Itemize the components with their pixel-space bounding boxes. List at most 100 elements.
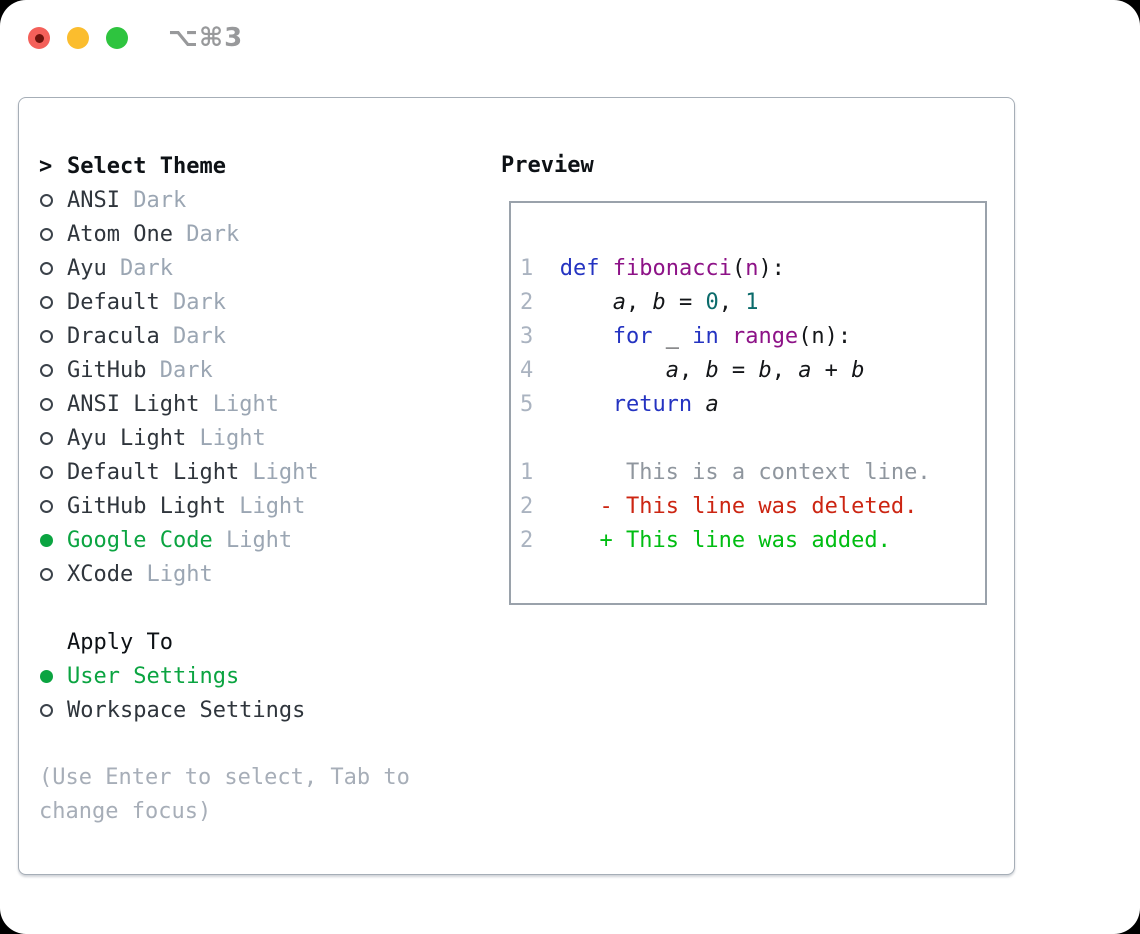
radio-icon — [39, 397, 67, 411]
theme-name: ANSI Light — [67, 391, 200, 417]
code-segment: This is a context line. — [559, 460, 931, 485]
code-segment — [692, 392, 705, 417]
radio-icon — [39, 193, 67, 207]
code-line — [520, 422, 985, 456]
theme-option-atom-one[interactable]: Atom One Dark — [39, 217, 319, 251]
theme-name: Ayu — [67, 255, 107, 281]
code-segment: in — [692, 324, 719, 349]
radio-icon — [39, 567, 67, 581]
selection-cursor-icon: > — [39, 153, 53, 179]
code-segment: , — [718, 290, 746, 315]
minimize-button[interactable] — [67, 27, 89, 49]
radio-icon — [39, 703, 67, 717]
theme-option-github[interactable]: GitHub Dark — [39, 353, 319, 387]
theme-option-ansi-light[interactable]: ANSI Light Light — [39, 387, 319, 421]
code-line: 5 return a — [520, 388, 985, 422]
code-line: 2 + This line was added. — [520, 524, 985, 558]
theme-option-google-code[interactable]: Google Code Light — [39, 523, 319, 557]
theme-option-default[interactable]: Default Dark — [39, 285, 319, 319]
theme-option-default-light[interactable]: Default Light Light — [39, 455, 319, 489]
apply-option-user-settings[interactable]: User Settings — [39, 659, 305, 693]
line-number: 1 — [520, 256, 534, 281]
code-segment: , — [771, 358, 799, 383]
code-segment: , — [678, 358, 706, 383]
theme-list-title: Select Theme — [67, 153, 226, 179]
code-segment — [560, 392, 613, 417]
theme-list-header: > Select Theme — [39, 149, 319, 183]
theme-option-ayu[interactable]: Ayu Dark — [39, 251, 319, 285]
apply-option-label: User Settings — [67, 663, 240, 689]
line-number: 1 — [520, 460, 534, 485]
code-line: 4 a, b = b, a + b — [520, 354, 985, 388]
zoom-button[interactable] — [106, 27, 128, 49]
titlebar: ⌥⌘3 — [28, 23, 243, 53]
theme-option-github-light[interactable]: GitHub Light Light — [39, 489, 319, 523]
theme-variant: Dark — [106, 255, 173, 281]
code-segment: = — [718, 358, 759, 383]
code-line: 3 for _ in range(n): — [520, 320, 985, 354]
theme-name: Dracula — [67, 323, 160, 349]
code-segment: return — [612, 392, 693, 417]
code-segment: b — [705, 358, 719, 383]
line-number: 5 — [520, 392, 534, 417]
theme-variant: Light — [133, 561, 213, 587]
radio-icon — [39, 295, 67, 309]
code-segment — [560, 528, 600, 553]
theme-name: GitHub Light — [67, 493, 226, 519]
theme-name: Atom One — [67, 221, 173, 247]
code-segment: , — [625, 290, 653, 315]
theme-variant: Light — [239, 459, 319, 485]
theme-option-ansi[interactable]: ANSI Dark — [39, 183, 319, 217]
code-segment: 1 — [745, 290, 759, 315]
code-line: 1 This is a context line. — [520, 456, 985, 490]
theme-option-dracula[interactable]: Dracula Dark — [39, 319, 319, 353]
theme-variant: Light — [199, 391, 279, 417]
line-number: 3 — [520, 324, 534, 349]
radio-icon — [39, 363, 67, 377]
theme-name: GitHub — [67, 357, 147, 383]
line-number: 4 — [520, 358, 534, 383]
close-button[interactable] — [28, 27, 50, 49]
close-dot-icon — [34, 33, 44, 43]
theme-option-ayu-light[interactable]: Ayu Light Light — [39, 421, 319, 455]
theme-option-xcode[interactable]: XCode Light — [39, 557, 319, 591]
theme-variant: Dark — [159, 289, 226, 315]
code-line: 2 - This line was deleted. — [520, 490, 985, 524]
code-segment — [560, 358, 666, 383]
radio-icon — [39, 431, 67, 445]
theme-variant: Dark — [159, 323, 226, 349]
apply-to-title: Apply To — [67, 629, 173, 655]
code-segment: b — [851, 358, 865, 383]
theme-name: Default Light — [67, 459, 240, 485]
code-segment: b — [652, 290, 666, 315]
code-segment — [560, 494, 600, 519]
line-number: 2 — [520, 528, 534, 553]
radio-selected-icon — [39, 669, 67, 683]
code-segment: - This line was deleted. — [599, 494, 918, 519]
code-segment: (n): — [798, 324, 852, 349]
apply-to-header: Apply To — [39, 625, 305, 659]
theme-variant: Light — [225, 493, 306, 519]
radio-icon — [39, 227, 67, 241]
apply-option-workspace-settings[interactable]: Workspace Settings — [39, 693, 305, 727]
theme-variant: Dark — [119, 187, 187, 213]
radio-icon — [39, 329, 67, 343]
code-segment: a — [798, 358, 812, 383]
code-segment: b — [758, 358, 772, 383]
radio-icon — [39, 465, 67, 479]
help-text: (Use Enter to select, Tab to change focu… — [39, 765, 410, 824]
radio-icon — [39, 261, 67, 275]
theme-name: ANSI — [67, 187, 120, 213]
preview-title: Preview — [501, 153, 594, 178]
theme-variant: Dark — [146, 357, 213, 383]
theme-name: Google Code — [67, 527, 213, 553]
line-number: 2 — [520, 494, 534, 519]
theme-variant: Light — [212, 527, 293, 553]
code-segment: ( — [731, 256, 746, 281]
